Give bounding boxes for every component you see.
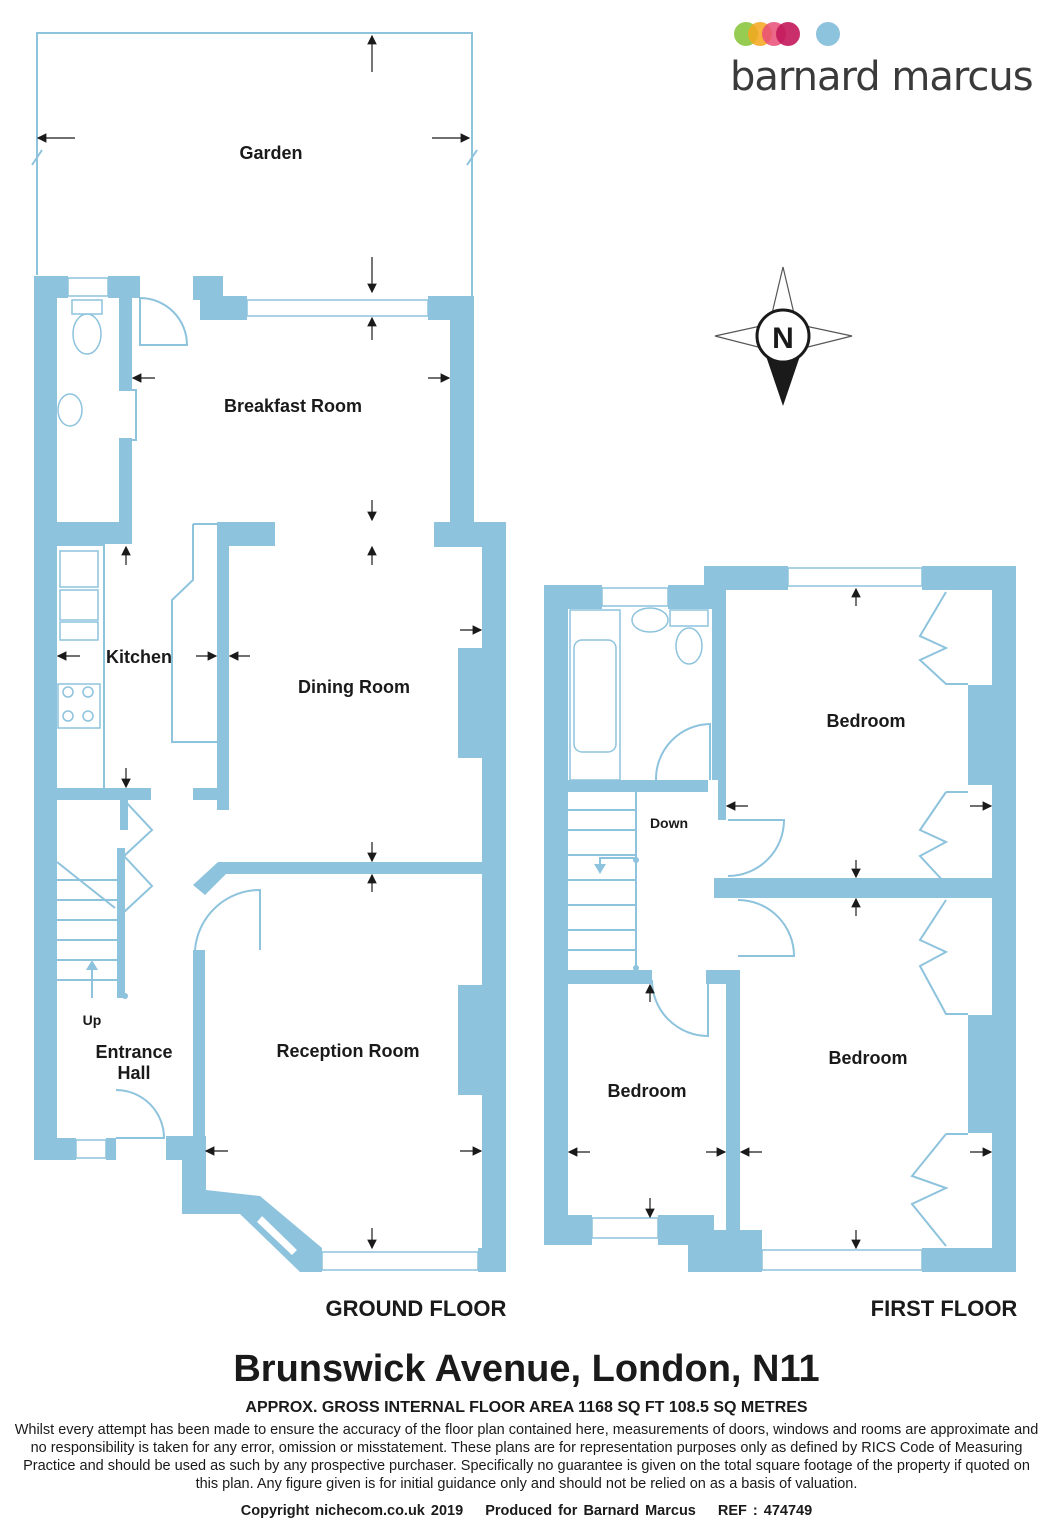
compass-icon: N xyxy=(714,266,853,406)
first-floor-fixtures xyxy=(567,567,993,1271)
floor-plan: N Garden Breakfast Room Kitchen Dining R… xyxy=(31,32,1018,1321)
property-address: Brunswick Avenue, London, N11 xyxy=(233,1348,820,1390)
logo-dot-blue xyxy=(816,22,840,46)
ground-floor-stairs xyxy=(56,861,128,999)
stairs-up-label: Up xyxy=(83,1012,102,1028)
room-label-breakfast: Breakfast Room xyxy=(224,396,362,416)
floor-area: APPROX. GROSS INTERNAL FLOOR AREA 1168 S… xyxy=(245,1399,808,1416)
first-floor-walls xyxy=(544,566,1016,1272)
stairs-down-label: Down xyxy=(650,815,688,831)
room-label-entrance: Entrance xyxy=(95,1042,172,1062)
room-label-dining: Dining Room xyxy=(298,677,410,697)
garden-area xyxy=(31,32,478,297)
reference-number: REF : 474749 xyxy=(717,1503,813,1519)
disclaimer-text: Whilst every attempt has been made to en… xyxy=(14,1422,1039,1492)
room-label-bedroom-right: Bedroom xyxy=(828,1048,907,1068)
room-label-bedroom-left: Bedroom xyxy=(607,1081,686,1101)
room-label-hall: Hall xyxy=(117,1063,150,1083)
first-floor-label: FIRST FLOOR xyxy=(871,1296,1018,1321)
credit-line: Copyright nichecom.co.uk 2019 Produced f… xyxy=(0,1503,1053,1519)
logo-dot-magenta xyxy=(776,22,800,46)
produced-for-text: Produced for Barnard Marcus xyxy=(485,1503,696,1519)
ground-floor-walls xyxy=(34,276,506,1272)
first-floor-stairs xyxy=(568,792,639,971)
room-label-bedroom-top: Bedroom xyxy=(826,711,905,731)
room-label-kitchen: Kitchen xyxy=(106,647,172,667)
copyright-text: Copyright nichecom.co.uk 2019 xyxy=(240,1503,464,1519)
ground-floor-fixtures xyxy=(56,277,483,1271)
room-label-reception: Reception Room xyxy=(276,1041,419,1061)
ground-floor-label: GROUND FLOOR xyxy=(326,1296,507,1321)
brand-name: barnard marcus xyxy=(730,54,1034,100)
brand-logo: barnard marcus xyxy=(730,18,1034,100)
plan-footer: Brunswick Avenue, London, N11 APPROX. GR… xyxy=(0,1345,1053,1519)
room-label-garden: Garden xyxy=(239,143,302,163)
compass-letter: N xyxy=(772,322,794,355)
